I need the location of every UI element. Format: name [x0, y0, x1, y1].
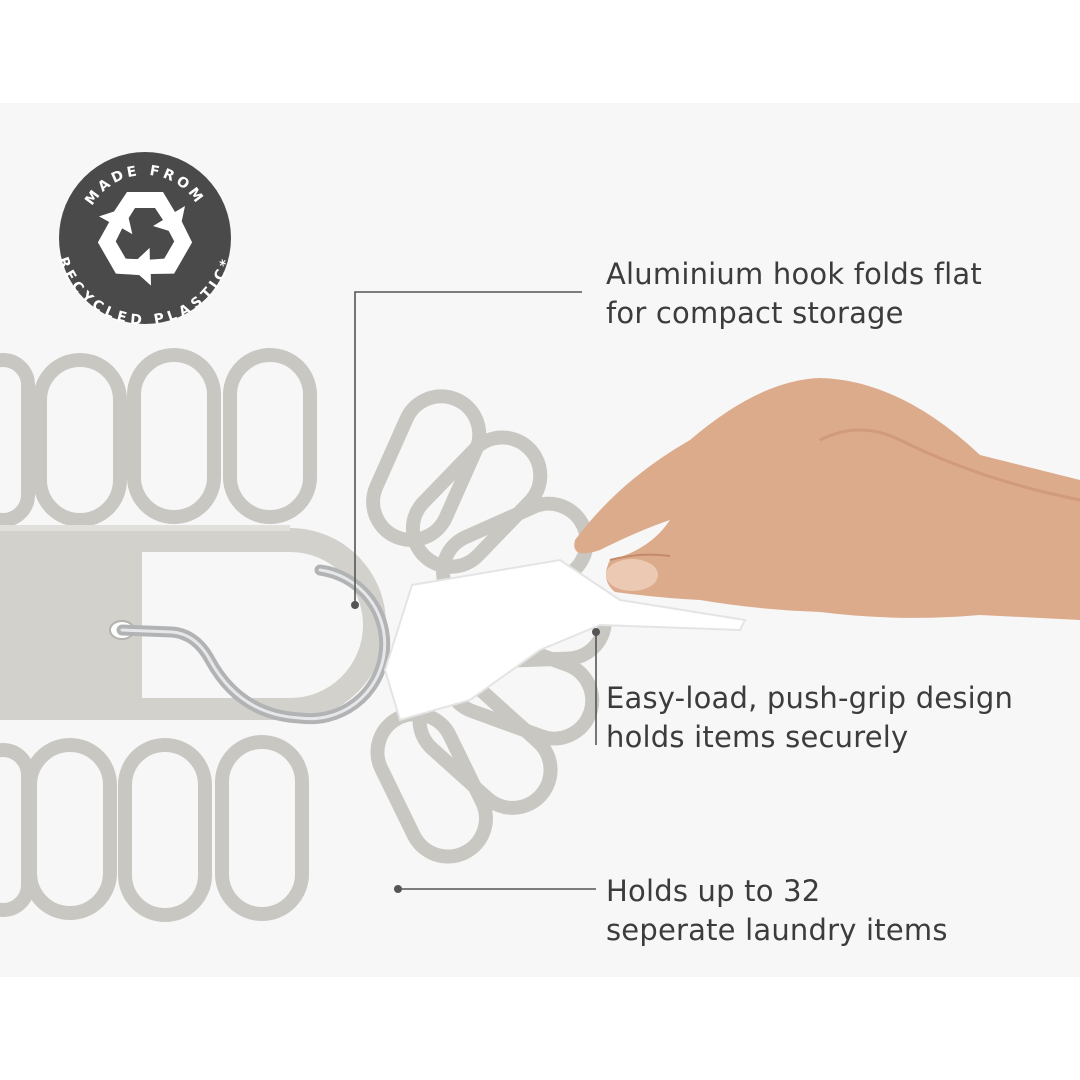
leader-line-hook: [354, 291, 582, 605]
hanger-body: [0, 525, 386, 720]
callout-line: Easy-load, push-grip design: [606, 681, 1014, 715]
hanger-loop: [215, 735, 309, 921]
leader-dot: [351, 601, 359, 609]
hanger-loop: [223, 348, 317, 524]
hanger-loop: [370, 707, 493, 864]
callout-aluminium-hook: Aluminium hook folds flat for compact st…: [606, 255, 982, 333]
callout-line: seperate laundry items: [606, 913, 948, 947]
hand: [574, 378, 1080, 620]
callout-capacity: Holds up to 32 seperate laundry items: [606, 872, 948, 950]
hanger-loop: [366, 389, 487, 547]
callout-line: Aluminium hook folds flat: [606, 257, 982, 291]
recycled-badge: MADE FROM RECYCLED PLASTIC*: [55, 152, 232, 329]
hanger-loop: [127, 348, 221, 524]
white-cloth: [383, 558, 747, 722]
callout-line: Holds up to 32: [606, 874, 821, 908]
leader-lines: [354, 291, 597, 890]
badge-circle: [59, 152, 231, 324]
hanger-loop: [405, 430, 548, 574]
callout-line: for compact storage: [606, 296, 904, 330]
callout-push-grip: Easy-load, push-grip design holds items …: [606, 679, 1013, 757]
hanger-loop: [23, 738, 117, 920]
hanger-loop: [118, 738, 212, 922]
hanger-loop: [0, 353, 35, 527]
leader-dot: [592, 628, 600, 636]
leader-dot: [394, 885, 402, 893]
hanger-loop: [33, 353, 127, 527]
callout-line: holds items securely: [606, 720, 909, 754]
